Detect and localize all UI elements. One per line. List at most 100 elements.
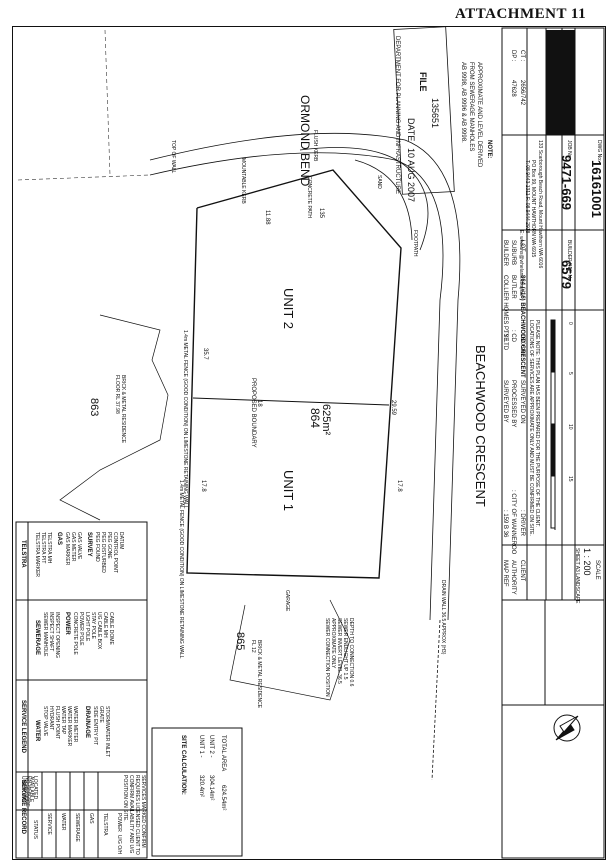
- company-logo: whelans: [578, 40, 600, 119]
- street-beachwood-crescent: BEACHWOOD CRESCENT: [473, 345, 488, 507]
- ct-value: 2656/742: [519, 80, 525, 106]
- stamp-date-label: DATE: [406, 118, 416, 142]
- north-arrow-icon: [553, 714, 581, 742]
- dp-value: 47628: [510, 80, 516, 97]
- concrete-path-label: CONCRETE PATH: [306, 176, 312, 219]
- service-record-status: STATUS: [32, 820, 38, 839]
- legend-survey-item-4: DATUM: [118, 532, 124, 550]
- service-record-col-3: UNKNOWN: [20, 776, 26, 803]
- dim-2959: 29.59: [390, 400, 396, 416]
- company-logo-box: [546, 30, 575, 135]
- dp-label: DP :: [510, 50, 516, 62]
- mapref-label: MAP REF: [502, 560, 508, 587]
- job-value: 9471-669: [559, 155, 574, 210]
- legend-drainage: DRAINAGE: [84, 706, 90, 739]
- flush-kerb-label: FLUSH KERB: [312, 130, 318, 162]
- legend-sewerage: SEWERAGE: [34, 620, 40, 656]
- client-label: CLIENT: [519, 560, 525, 582]
- dwg-value: 16161001: [589, 160, 604, 218]
- site-calc-unit2-value: 304.14m²: [208, 775, 214, 801]
- surveyed-by-value: : SE: [502, 330, 508, 342]
- company-phone: T: 08 9443 1311 F: 08 9444 2918: [524, 160, 530, 234]
- company-address-1: 133 Scarborough Beach Road, Mount Hawtho…: [537, 140, 543, 269]
- legend-power: POWER: [64, 612, 70, 635]
- proposed-boundary-label: PROPOSED BOUNDARY: [250, 378, 256, 448]
- unit-2-label: UNIT 2: [281, 288, 296, 329]
- sand-label: SAND: [376, 175, 382, 189]
- department-stamp-title: DEPARTMENT FOR PLANNING AND INFRASTRUCTU…: [394, 36, 400, 195]
- dim-357: 35.7: [202, 348, 208, 360]
- dim-178-east: 17.8: [396, 480, 402, 492]
- disclaimer: PLEASE NOTE: THIS PLAN HAS BEEN PREPARED…: [528, 320, 540, 536]
- note-line-3: AB 9998, AB 9996 & AB 9998.: [460, 62, 466, 143]
- service-record-row-sewerage: SEWERAGE: [74, 813, 80, 842]
- legend-sewerage-item-2: INSPECT OPENING: [54, 612, 60, 659]
- service-record-service: SERVICE: [46, 813, 52, 835]
- ct-label: CT :: [519, 50, 525, 62]
- site-calc-unit1-value: 320.4m²: [198, 775, 204, 798]
- survey-sheet: [12, 26, 606, 860]
- authority-value: : CITY OF WANNEROO: [510, 490, 516, 555]
- legend-survey: SURVEY: [86, 532, 92, 557]
- fence-note-south: 1.4m METAL FENCE (GOOD CONDITION) ON LIM…: [178, 480, 184, 659]
- mapref-value: : 159 B 36: [502, 510, 508, 538]
- stamp-date-value: 10 AUG 2007: [406, 148, 416, 203]
- service-record-row-water: WATER: [60, 813, 66, 831]
- note-title: NOTE:: [486, 140, 492, 159]
- lot-area: 625m²: [320, 404, 332, 436]
- service-legend-title: SERVICE LEGEND: [20, 700, 26, 753]
- street-ormond-bend: ORMOND BEND: [298, 95, 312, 187]
- lot-863: 863: [88, 398, 100, 417]
- garage-label: GARAGE: [284, 590, 290, 612]
- builder-label: BUILDER: [502, 240, 508, 267]
- client-value: : DRIVER: [519, 510, 525, 537]
- dim-178: 17.8: [200, 480, 206, 492]
- unit-1-label: UNIT 1: [281, 470, 296, 511]
- scale-value: 1 : 200: [582, 548, 592, 576]
- legend-power-item-6: CABLE DOME: [108, 612, 114, 645]
- drain-note: DRAIN WALL 36.5 APPROX (H3): [440, 580, 446, 655]
- stamp-file-number: 135651: [430, 98, 440, 129]
- dim-135: 135: [318, 208, 324, 219]
- sewer-note-5: DEPTH TO CONNECTION 0.6: [348, 618, 354, 687]
- dwg-label: DWG No:: [596, 140, 602, 162]
- lot-label: LOT: [519, 240, 525, 252]
- sheet-label: SHEET A3 LANDSCAPE: [574, 548, 580, 604]
- authority-label: AUTHORITY: [510, 560, 516, 595]
- legend-gas-item-2: GAS VALVE: [76, 532, 82, 560]
- site-calc-total-label: TOTAL AREA: [220, 735, 226, 772]
- legend-water: WATER: [34, 720, 40, 742]
- note-line-1: APPROXIMATE AND LEVEL DERIVED: [476, 62, 482, 168]
- processed-label: PROCESSED BY: [510, 380, 516, 428]
- builder-ref-value: 6579: [559, 260, 574, 289]
- legend-gas: GAS: [56, 532, 62, 546]
- surveyed-on-value: : 16/06/07: [519, 330, 525, 357]
- suburb-label: SUBURB: [510, 240, 516, 266]
- service-record-row-gas: GAS: [88, 813, 94, 824]
- site-calc-title: SITE CALCULATION:: [180, 735, 186, 795]
- lot-value: 864 (#16) BEACHWOOD CRESCENT: [519, 275, 525, 378]
- processed-value: : CD: [510, 330, 516, 342]
- surveyed-on-label: SURVEYED ON: [519, 380, 525, 424]
- company-address-2: PO Box 99, MOUNT HAWTHORN WA 6915: [530, 160, 536, 258]
- site-calc-unit1-label: UNIT 1 -: [198, 735, 204, 758]
- scale-tick-15: 15: [567, 476, 573, 482]
- dim-18: 18: [256, 400, 262, 407]
- site-calc-total-value: 624.54m²: [220, 785, 226, 811]
- dim-1188: 11.88: [264, 210, 270, 225]
- footpath-label: FOOTPATH: [412, 230, 418, 257]
- attachment-label: ATTACHMENT 11: [455, 6, 587, 22]
- south-residence-note: BRICK & METAL RESIDENCE FL 12: [250, 640, 262, 709]
- surveyed-by-label: SURVEYED BY: [502, 380, 508, 423]
- service-record-footnote: SERVICES MARKED CONFIRM REQUIRES LICENSE…: [122, 775, 146, 855]
- note-line-2: FROM SEWERAGE MANHOLES: [468, 62, 474, 152]
- suburb-value: BUTLER: [510, 275, 516, 299]
- legend-telstra-item-2: TELSTRA MH: [46, 532, 52, 564]
- lot-865: 865: [234, 632, 246, 651]
- service-record-row-telstra: TELSTRA: [102, 813, 108, 836]
- scale-tick-5: 5: [567, 372, 573, 375]
- mountable-kerb-label: MOUNTABLE KERB: [240, 158, 246, 204]
- scale-tick-0: 0: [567, 322, 573, 325]
- legend-telstra: TELSTRA: [20, 540, 26, 568]
- legend-water-item-5: WATER METER: [72, 706, 78, 743]
